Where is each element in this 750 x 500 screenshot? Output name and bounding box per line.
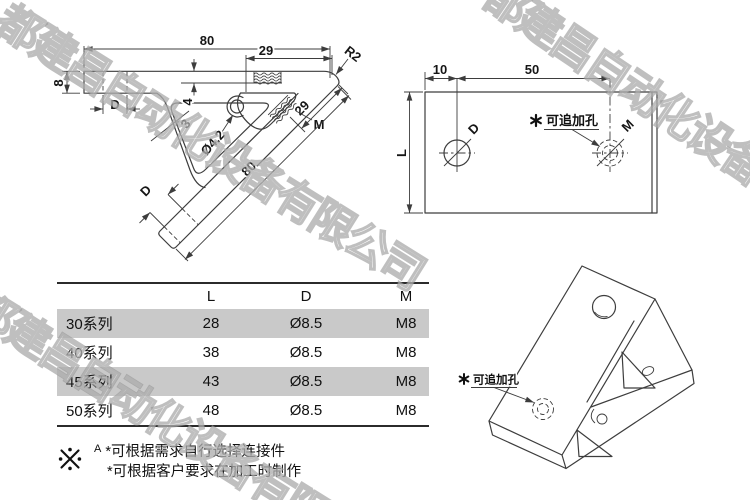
table-row: 30系列 28 Ø8.5 M8: [57, 309, 429, 338]
dim-label: 29: [259, 43, 273, 58]
dim-hole-spacing: 50: [456, 60, 611, 82]
series-spec-table: L D M 30系列 28 Ø8.5 M8 40系列 38 Ø8.5 M8 45…: [57, 282, 429, 427]
extra-hole-note: 可追加孔: [546, 113, 598, 128]
col-header-l: L: [206, 288, 216, 305]
iso-base-strip: [488, 420, 567, 470]
dim-wall-thickness: 3: [150, 110, 195, 142]
cell-series: 40系列: [66, 345, 113, 362]
cell-series: 30系列: [57, 309, 193, 338]
table-header-row: L D M: [57, 283, 429, 309]
extra-hole-callout: 可追加孔: [458, 371, 535, 403]
dim-label: L: [394, 149, 409, 157]
plate-outline: [424, 91, 658, 214]
iso-base-right: [565, 298, 695, 470]
dim-flange-hole: D: [90, 95, 140, 114]
cell-d: Ø8.5: [289, 402, 323, 419]
hole-label: D: [465, 120, 482, 137]
col-header-d: D: [300, 288, 312, 305]
section-leader: [596, 138, 625, 167]
dim-label: 4: [180, 98, 195, 106]
dim-edge-offset: 10: [424, 60, 457, 90]
iso-extra-hole-dashed-inner: [537, 403, 549, 415]
reference-mark-icon: [57, 446, 83, 477]
iso-rib-triangle: [621, 351, 656, 389]
dim-plate-width: L: [392, 91, 423, 214]
table-row: 45系列 43 Ø8.5 M8: [57, 367, 429, 396]
side-view-drawing: 80 29 R2 8: [49, 31, 366, 262]
extra-hole-callout: 可追加孔: [530, 112, 601, 147]
table-row: 40系列 38 Ø8.5 M8: [57, 338, 429, 367]
cell-d: Ø8.5: [289, 344, 323, 361]
screw-boss: [236, 92, 297, 130]
dim-head-offset: 29: [245, 41, 333, 92]
footnote-lines: A *可根据需求自行选择连接件 *可根据客户要求在加工时制作: [94, 440, 301, 482]
cell-l: 43: [193, 367, 229, 396]
iso-top-hole-depth: [594, 311, 608, 318]
iso-view-drawing: 可追加孔: [458, 265, 695, 470]
dim-arm-hole: D: [135, 180, 183, 227]
dim-corner-radius: R2: [335, 41, 366, 75]
iso-rib-triangle: [576, 429, 613, 458]
cell-l: 28: [193, 309, 229, 338]
iso-top-hole: [591, 294, 617, 320]
dim-label: 50: [525, 62, 539, 77]
iso-base-hole: [641, 366, 655, 376]
cell-series: 45系列: [57, 367, 193, 396]
dim-label: 80: [238, 158, 259, 179]
iso-extra-hole-dashed: [532, 398, 554, 420]
col-header-m: M: [399, 288, 413, 305]
dim-label: 10: [433, 62, 447, 77]
dim-flange-thickness: 8: [49, 70, 80, 94]
cell-d: Ø8.5: [229, 367, 383, 396]
footnote-line-1: A *可根据需求自行选择连接件: [94, 443, 286, 460]
iso-boss-arc: [590, 408, 596, 424]
thread-label: M: [619, 117, 637, 135]
dim-label: D: [110, 97, 119, 112]
bracket-outline: [83, 70, 340, 249]
dim-total-width: 80: [83, 31, 331, 78]
arm-hole-dash: [163, 226, 181, 244]
dim-label: Ø4.2: [198, 127, 228, 158]
cell-series: 50系列: [66, 403, 113, 420]
dim-counterbore-depth: 4: [178, 59, 197, 107]
cell-d: Ø8.5: [229, 309, 383, 338]
asterisk-icon: [530, 113, 542, 128]
top-thread-hatch: [253, 72, 282, 85]
cell-m: M8: [395, 402, 417, 419]
footnote-line-2: *可根据客户要求在加工时制作: [107, 463, 302, 480]
arm-hole-dash: [181, 208, 199, 226]
footnotes: A *可根据需求自行选择连接件 *可根据客户要求在加工时制作: [57, 440, 301, 482]
section-leader: [443, 138, 472, 167]
cell-l: 38: [202, 344, 220, 361]
dim-label: 8: [51, 79, 66, 86]
dim-label: D: [137, 182, 154, 199]
cell-m: M8: [383, 367, 429, 396]
dim-label: R2: [342, 43, 364, 65]
asterisk-icon: [458, 373, 470, 385]
extra-hole-note: 可追加孔: [473, 373, 519, 387]
iso-rib-edge: [586, 320, 635, 403]
cell-m: M8: [395, 344, 417, 361]
dim-label: 80: [200, 33, 214, 48]
top-view-drawing: D M 10 50 L: [392, 60, 658, 214]
dim-label: 3: [177, 116, 193, 131]
cell-m: M8: [383, 309, 429, 338]
table-row: 50系列 48 Ø8.5 M8: [57, 396, 429, 426]
iso-boss: [596, 413, 608, 425]
cell-l: 48: [202, 402, 220, 419]
col-header-series: [57, 283, 193, 309]
dim-pilot-hole: Ø4.2: [196, 114, 234, 160]
footnote-superscript: A: [94, 443, 102, 455]
